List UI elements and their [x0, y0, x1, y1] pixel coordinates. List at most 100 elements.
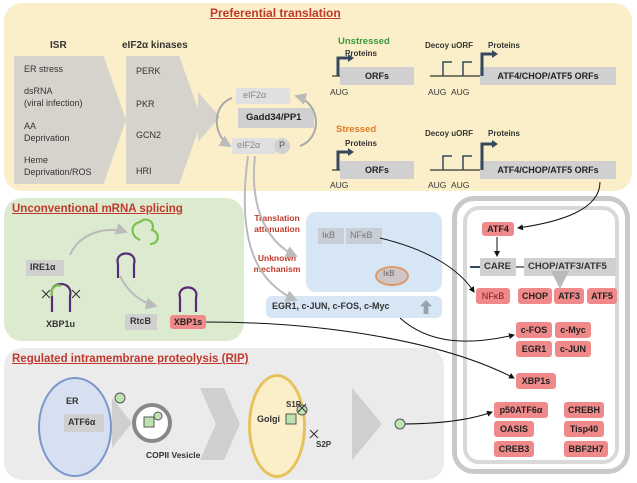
arrow-egr-to-nucleus [399, 317, 515, 342]
scissors-icons [41, 289, 81, 299]
nfkb-nuclear-box: NFκB [476, 288, 510, 304]
aug-label-6: AUG [451, 180, 470, 190]
proteins-label-2: Proteins [488, 41, 521, 50]
atf6a-label: ATF6α [68, 417, 96, 427]
isr-header: ISR [50, 40, 67, 51]
proteins-label-4: Proteins [488, 129, 521, 138]
aug-label-2: AUG [428, 87, 447, 97]
arrow-xbp1s-to-nucleus [205, 321, 515, 379]
chop-box: CHOP [518, 288, 552, 304]
attenuation-arrows [243, 155, 298, 302]
aug-label-3: AUG [451, 87, 470, 97]
ikb-degraded-label: IκB [383, 269, 395, 278]
proteins-label-1: Proteins [345, 49, 378, 58]
copii-label: COPII Vesicle [146, 450, 201, 460]
kinase-hri: HRI [136, 166, 152, 176]
atf3-box: ATF3 [554, 288, 584, 304]
unstressed-label: Unstressed [338, 36, 390, 47]
eif2-cycle-arrows [215, 93, 317, 148]
s2p-label: S2P [316, 440, 332, 449]
creb3-box: CREB3 [494, 441, 534, 457]
decoy-uorf-label-2: Decoy uORF [425, 129, 474, 138]
atf-orfs-box-stressed: ATF4/CHOP/ATF5 ORFs [480, 161, 616, 179]
golgi-label: Golgi [257, 414, 280, 424]
arrow-rip-to-nucleus [399, 410, 493, 425]
isr-viral: (viral infection) [24, 98, 83, 108]
atf4-box: ATF4 [482, 222, 514, 236]
splicing-title: Unconventional mRNA splicing [12, 203, 183, 215]
oasis-box: OASIS [494, 421, 534, 437]
intron-loop [131, 218, 159, 246]
ikb-degraded-oval [375, 266, 409, 286]
atf5-box: ATF5 [587, 288, 617, 304]
stressed-label: Stressed [336, 124, 377, 135]
orfs-box-stressed: ORFs [340, 161, 414, 179]
eif2a-top-label: eIF2α [243, 90, 267, 100]
translation-attenuation-text: Translation attenuation [254, 213, 300, 234]
phospho-circle [274, 138, 290, 154]
bbf2h7-box: BBF2H7 [564, 441, 608, 457]
spliced-hairpin-1 [116, 252, 136, 278]
rtcb-box [125, 314, 157, 330]
aug-label-1: AUG [330, 87, 349, 97]
rip-title: Regulated intramembrane proteolysis (RIP… [12, 353, 249, 365]
decoy-uorf-label-1: Decoy uORF [425, 41, 474, 50]
atf6-protein-icons [114, 392, 406, 430]
ikb-label: IκB [322, 230, 336, 240]
kinases-header: eIF2α kinases [122, 40, 188, 51]
atf-orfs-box-unstressed: ATF4/CHOP/ATF5 ORFs [480, 67, 616, 85]
start-flag-heads [348, 50, 498, 156]
proteins-label-3: Proteins [345, 139, 378, 148]
care-label: CARE [484, 261, 511, 272]
spliced-hairpin-2 [178, 286, 198, 312]
egr-panel [266, 296, 442, 318]
nucleus-inner [463, 206, 619, 464]
s1p-label: S1P [286, 400, 302, 409]
unknown-mechanism-text: Unknown mechanism [253, 253, 301, 274]
isr-er-stress: ER stress [24, 64, 64, 74]
unknown-mechanism-label: Unknown mechanism [248, 253, 306, 275]
isr-dsrna: dsRNA [24, 86, 53, 96]
isr-heme: Heme [24, 155, 49, 165]
decoy-flags [442, 61, 472, 170]
xbp1s-nuclear-box: XBP1s [516, 373, 556, 389]
nfkb-label: NFκB [350, 230, 373, 240]
phospho-label: P [279, 140, 286, 150]
isr-aa: AA [24, 121, 37, 131]
gadd34-label: Gadd34/PP1 [246, 112, 302, 123]
kinase-perk: PERK [136, 66, 161, 76]
arrow-nfkb-to-nucleus [379, 237, 475, 293]
xbp1u-hairpin [50, 282, 72, 312]
chop-atf-label: CHOP/ATF3/ATF5 [528, 261, 607, 272]
translation-attenuation-label: Translation attenuation [248, 213, 306, 235]
care-box [480, 258, 516, 276]
gadd34-box [238, 108, 314, 128]
golgi-scissors [297, 403, 319, 439]
rtcb-label: RtcB [130, 316, 152, 326]
isr-chevron [14, 56, 126, 184]
isr-aa-deprivation: Deprivation [24, 133, 70, 143]
chop-atf-box [524, 258, 616, 276]
ikb-box [318, 228, 344, 244]
p50atf6a-box: p50ATF6α [494, 402, 548, 418]
mrna-lines [332, 75, 480, 171]
orfs-box-unstressed: ORFs [340, 67, 414, 85]
cjun-box: c-JUN [555, 341, 591, 357]
eif2a-bottom-box [232, 138, 276, 154]
cmyc-box: c-Myc [555, 322, 591, 338]
xbp1u-label: XBP1u [46, 319, 76, 329]
ire1a-label: IRE1α [30, 262, 56, 272]
egr1-box: EGR1 [516, 341, 552, 357]
egr-label: EGR1, c-JUN, c-FOS, c-Myc [272, 301, 390, 311]
isr-heme-deprivation: Deprivation/ROS [24, 167, 92, 177]
atf6a-box [64, 414, 104, 432]
crebh-box: CREBH [564, 402, 604, 418]
eif2a-top-box [236, 88, 290, 104]
ire1a-box [26, 260, 64, 276]
kinase-gcn2: GCN2 [136, 130, 162, 140]
xbp1s-splice-box: XBP1s [170, 315, 206, 329]
preferential-title: Preferential translation [210, 6, 341, 20]
ikb-panel [306, 212, 442, 292]
start-flags [336, 52, 492, 170]
